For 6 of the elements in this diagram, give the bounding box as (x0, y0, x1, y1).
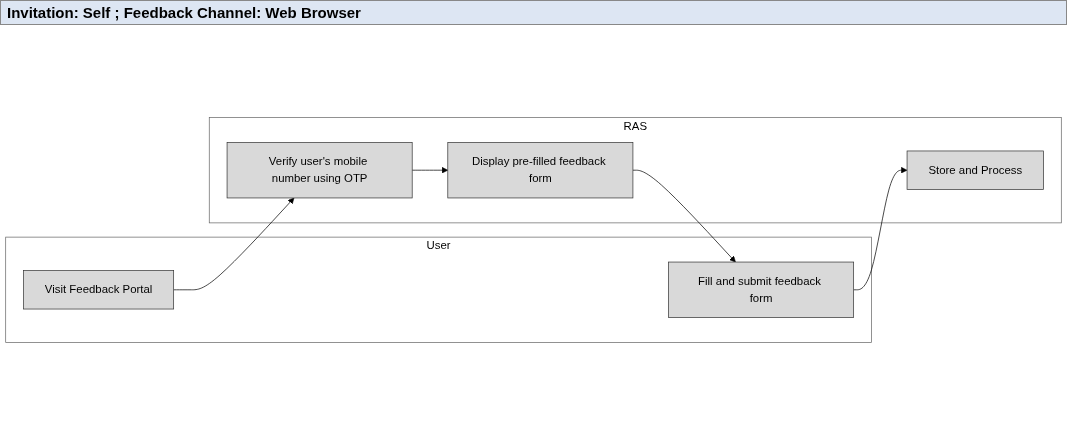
node-box: Verify user's mobile number using OTP (226, 142, 413, 199)
node-box: Visit Feedback Portal (23, 270, 174, 310)
diagram-title: Invitation: Self ; Feedback Channel: Web Browser (0, 0, 1067, 25)
node-box: Store and Process (906, 150, 1044, 190)
node-box: Fill and submit feedback form (668, 261, 854, 318)
node-box: Display pre-filled feedback form (447, 142, 634, 199)
